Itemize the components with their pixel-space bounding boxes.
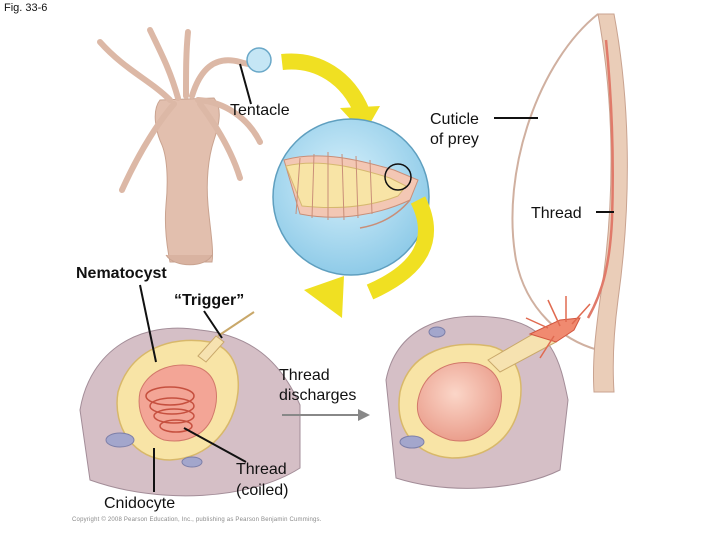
thread-discharges-label-line1: Thread [279, 367, 330, 384]
magnified-tentacle-view [272, 118, 430, 276]
copyright-notice: Copyright © 2008 Pearson Education, Inc.… [72, 517, 322, 523]
hydra-illustration [97, 27, 265, 266]
thread-coiled-label-line2: (coiled) [236, 482, 289, 499]
cnidocyte-after-discharge [385, 296, 591, 489]
prey-cuticle [511, 13, 720, 540]
cnidocyte-label: Cnidocyte [104, 495, 176, 512]
cuticle-label-line1: Cuticle [430, 111, 479, 128]
thread-discharges-label-line2: discharges [279, 387, 357, 404]
tentacle-label: Tentacle [230, 102, 290, 119]
cuticle-label-line2: of prey [430, 131, 479, 148]
arrow-to-cnidocyte [304, 196, 434, 318]
cnidocyte-before-discharge [79, 311, 301, 497]
nematocyst-pointer-line [139, 284, 157, 363]
trigger-pointer-line [203, 310, 223, 339]
discharged-thread [586, 39, 614, 319]
discharge-arrow [282, 409, 370, 421]
tentacle-pointer-line [239, 63, 252, 105]
thread-label: Thread [531, 205, 582, 222]
thread-coiled-label-line1: Thread [236, 461, 287, 478]
tentacle-tip-circle [246, 47, 272, 73]
nematocyst-label: Nematocyst [76, 265, 167, 282]
coiled-thread-pointer-line [183, 427, 247, 463]
figure-number: Fig. 33-6 [4, 2, 48, 14]
trigger-label: “Trigger” [174, 292, 245, 309]
cnidocyte-highlight-circle [384, 163, 412, 191]
